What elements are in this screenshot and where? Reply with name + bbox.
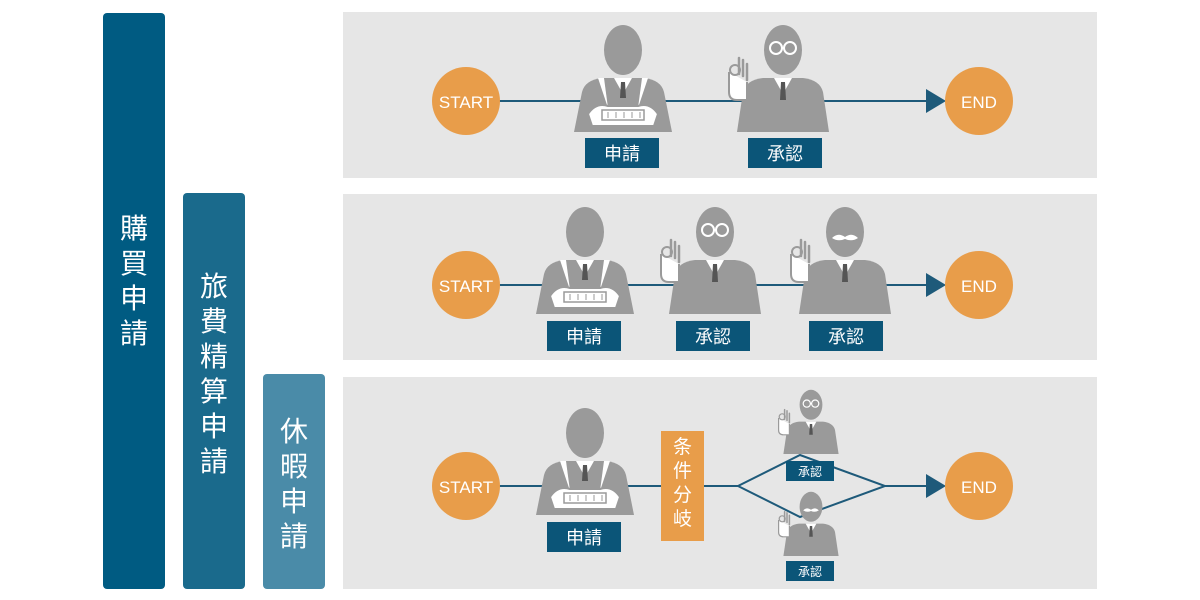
- start-circle: [432, 67, 500, 135]
- category-char: 請: [199, 445, 228, 478]
- start-circle: [432, 452, 500, 520]
- end-label: END: [961, 478, 997, 497]
- category-char: 精: [199, 340, 228, 373]
- branch-char: 条: [673, 436, 692, 458]
- category-char: 請: [279, 520, 308, 553]
- category-char: 申: [199, 410, 228, 443]
- step-label-box: [547, 321, 621, 351]
- condition-branch-label: 条件分岐: [673, 436, 692, 530]
- category-char: 申: [119, 282, 148, 315]
- step-label-box: [547, 522, 621, 552]
- category-char: 旅: [199, 270, 228, 303]
- step-label-box: [809, 321, 883, 351]
- start-label: START: [439, 277, 493, 296]
- step-label-box: [786, 461, 834, 481]
- category-char: 購: [119, 212, 148, 245]
- step-label: 承認: [695, 327, 731, 348]
- end-circle: [945, 67, 1013, 135]
- condition-branch-box: [661, 431, 704, 541]
- branch-char: 分: [673, 484, 692, 506]
- arrow-head-icon: [926, 474, 946, 498]
- end-circle: [945, 452, 1013, 520]
- category-char: 請: [119, 317, 148, 350]
- category-bar-travel: 旅費精算申請: [183, 193, 245, 589]
- step-label-box: [585, 138, 659, 168]
- flow-row-3: START END 申請 条件分岐 承認 承認: [343, 377, 1097, 589]
- start-label: START: [439, 93, 493, 112]
- start-circle: [432, 251, 500, 319]
- category-char: 暇: [279, 450, 308, 483]
- step-label: 承認: [828, 327, 864, 348]
- start-label: START: [439, 478, 493, 497]
- step-label: 承認: [798, 564, 822, 579]
- category-bar-purchase: 購買申請: [103, 13, 165, 589]
- category-char: 休: [279, 415, 308, 448]
- arrow-head-icon: [926, 89, 946, 113]
- flow-row-1: START END 申請 承認: [343, 12, 1097, 178]
- branch-char: 岐: [673, 508, 692, 530]
- end-label: END: [961, 93, 997, 112]
- step-label: 承認: [798, 464, 822, 479]
- step-label: 申請: [566, 327, 602, 348]
- arrow-head-icon: [926, 273, 946, 297]
- category-char: 買: [119, 247, 148, 280]
- branch-char: 件: [673, 460, 692, 482]
- category-char: 申: [279, 485, 308, 518]
- step-label: 申請: [566, 528, 602, 549]
- category-char: 算: [199, 375, 228, 408]
- category-char: 費: [199, 305, 228, 338]
- end-label: END: [961, 277, 997, 296]
- flow-row-2: START END 申請 承認 承認: [343, 194, 1097, 360]
- step-label: 申請: [604, 144, 640, 165]
- step-label: 承認: [767, 144, 803, 165]
- end-circle: [945, 251, 1013, 319]
- step-label-box: [676, 321, 750, 351]
- step-label-box: [748, 138, 822, 168]
- step-label-box: [786, 561, 834, 581]
- category-bar-leave: 休暇申請: [263, 374, 325, 589]
